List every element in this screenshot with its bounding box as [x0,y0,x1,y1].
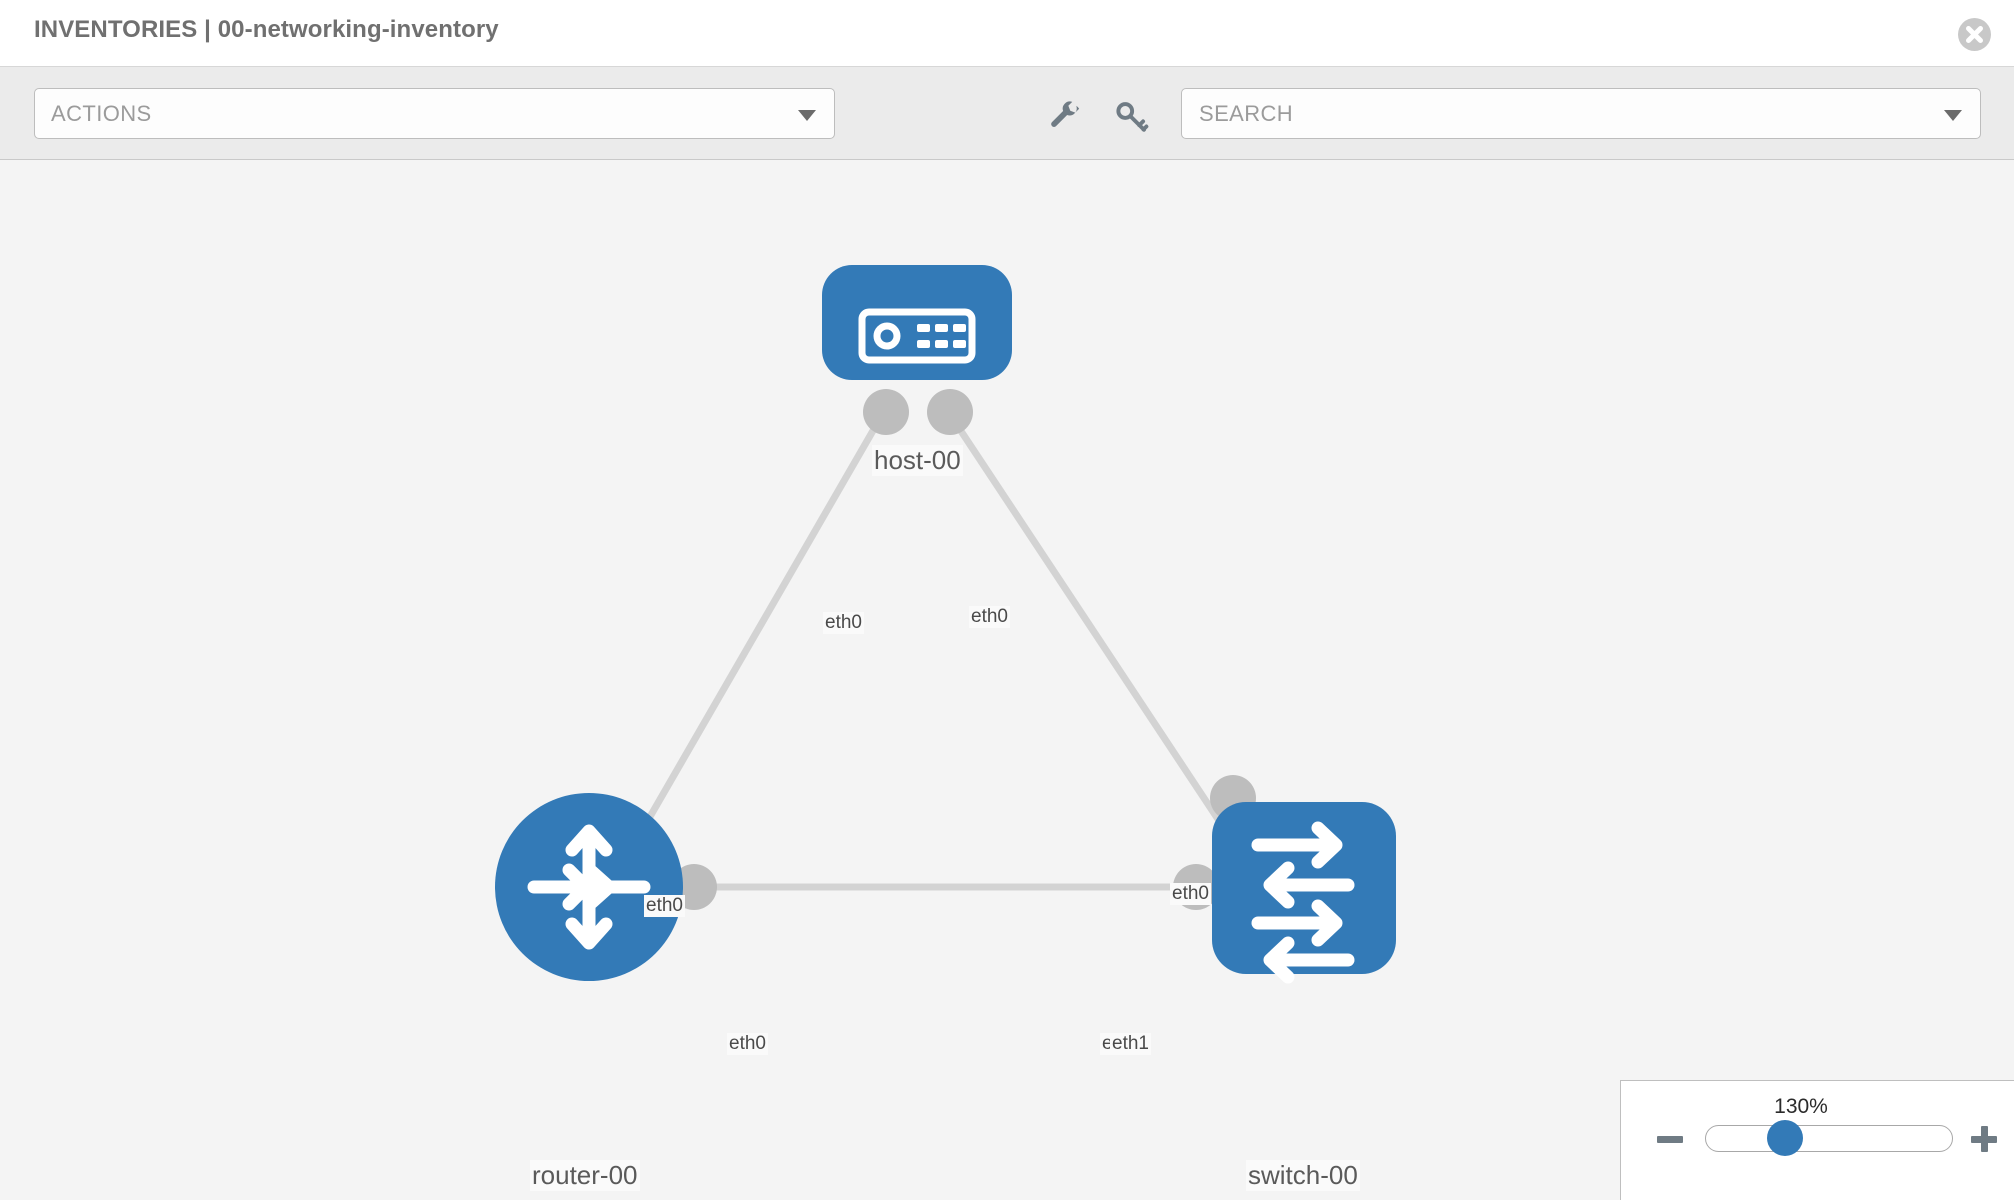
close-icon[interactable] [1958,18,1991,51]
page-title: INVENTORIES | 00-networking-inventory [34,16,499,43]
node-host-00 [822,265,1012,380]
node-router-00 [495,793,683,981]
iface-label-router-right: eth0 [727,1033,768,1055]
page-header: INVENTORIES | 00-networking-inventory [0,0,2014,67]
zoom-slider-thumb[interactable] [1767,1120,1803,1156]
zoom-control-panel: 130% [1620,1080,2014,1200]
iface-label-switch-upper: eth0 [1170,883,1211,905]
node-label-router-00: router-00 [530,1160,640,1191]
iface-label-host-right: eth0 [969,606,1010,628]
actions-dropdown-label: ACTIONS [51,101,152,126]
link-host-switch [952,420,1248,862]
node-switch-00 [1212,802,1396,984]
topology-ports [671,389,1256,910]
link-host-router [621,420,882,862]
node-label-host-00: host-00 [872,445,963,476]
zoom-level-value: 130% [1774,1095,1828,1118]
topology-graph [495,265,1396,984]
iface-label-host-left: eth0 [823,612,864,634]
wrench-icon[interactable] [1046,99,1082,135]
port-host-right [927,389,973,435]
chevron-down-icon[interactable] [1944,110,1962,121]
iface-label-switch-left-b: eth1 [1110,1033,1151,1055]
switch-icon [1251,821,1355,984]
search-input[interactable]: SEARCH [1181,88,1981,139]
chevron-down-icon [798,110,816,121]
zoom-slider-track[interactable] [1705,1125,1953,1152]
node-label-switch-00: switch-00 [1246,1160,1360,1191]
topology-canvas[interactable]: host-00 router-00 switch-00 eth0 eth0 et… [0,160,2014,1200]
port-host-left [863,389,909,435]
key-icon[interactable] [1114,99,1150,135]
actions-dropdown[interactable]: ACTIONS [34,88,835,139]
node-host-00-shape [822,265,1012,380]
iface-label-router-upper: eth0 [644,895,685,917]
router-icon [527,824,651,950]
zoom-out-button[interactable] [1657,1136,1683,1143]
zoom-in-button[interactable] [1971,1126,1997,1152]
search-placeholder: SEARCH [1199,101,1294,126]
server-icon [858,308,976,364]
topology-links [621,420,1248,891]
toolbar: ACTIONS SEARCH [0,67,2014,160]
